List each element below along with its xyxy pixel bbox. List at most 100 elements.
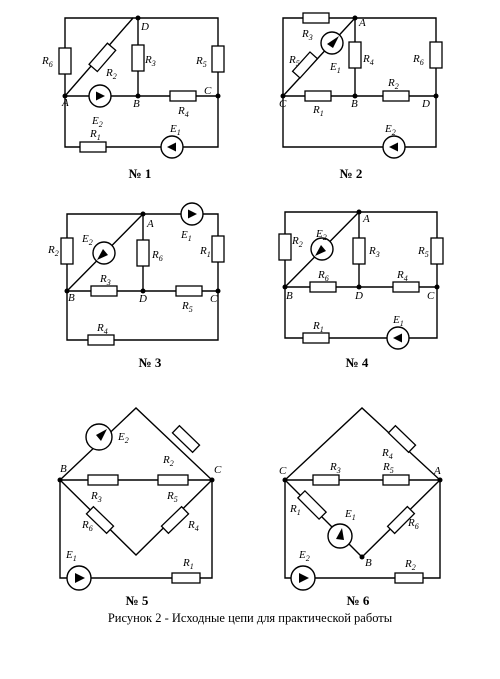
c3-arrow-icon bbox=[188, 209, 197, 219]
c6-resistor-r6 bbox=[386, 505, 416, 535]
label: A bbox=[358, 17, 366, 29]
label: R5 bbox=[166, 490, 178, 504]
label: R2 bbox=[162, 454, 174, 468]
label: R6 bbox=[41, 55, 53, 69]
label: E1 bbox=[65, 549, 77, 563]
c5-resistor-r3 bbox=[87, 474, 119, 486]
label: R1 bbox=[312, 320, 324, 334]
label: R5 bbox=[288, 54, 300, 68]
label: R6 bbox=[151, 249, 163, 263]
label: C bbox=[210, 293, 218, 305]
label: D bbox=[421, 98, 430, 110]
label: E1 bbox=[392, 314, 404, 328]
figure-caption: Рисунок 2 - Исходные цепи для практическ… bbox=[108, 611, 393, 625]
label: E2 bbox=[384, 123, 396, 137]
c5-resistor-r6 bbox=[85, 505, 115, 535]
c5-resistor-r4 bbox=[160, 505, 190, 535]
circuit-number: № 3 bbox=[139, 355, 162, 370]
c5-arrow-icon bbox=[96, 429, 107, 441]
c1-resistor-r5 bbox=[211, 45, 225, 73]
label: R4 bbox=[396, 269, 408, 283]
label: B bbox=[68, 292, 75, 304]
c4-resistor-r1 bbox=[302, 332, 330, 344]
label: R5 bbox=[417, 245, 429, 259]
c6-arrow-icon bbox=[336, 528, 344, 540]
c6-resistor-r1 bbox=[296, 489, 328, 521]
label: R5 bbox=[382, 461, 394, 475]
label: R2 bbox=[291, 235, 303, 249]
c6-resistor-r4 bbox=[387, 424, 417, 454]
label: A bbox=[61, 97, 69, 109]
label: R3 bbox=[90, 490, 102, 504]
label: C bbox=[204, 85, 212, 97]
label: R1 bbox=[289, 503, 301, 517]
c1-resistor-r1 bbox=[79, 141, 107, 153]
label: R2 bbox=[105, 67, 117, 81]
label: E2 bbox=[81, 233, 93, 247]
c6-resistor-r3 bbox=[312, 474, 340, 486]
label: R2 bbox=[47, 244, 59, 258]
label: B bbox=[60, 463, 67, 475]
label: R1 bbox=[199, 245, 211, 259]
label: R3 bbox=[144, 54, 156, 68]
c6-arrow-icon bbox=[299, 573, 309, 583]
c2-resistor-r5 bbox=[291, 51, 319, 79]
c1-resistor-r2 bbox=[88, 42, 117, 73]
c2-resistor-r6 bbox=[429, 41, 443, 69]
label: R1 bbox=[182, 557, 194, 571]
label: R5 bbox=[195, 55, 207, 69]
c3-resistor-r3 bbox=[90, 285, 118, 297]
label: R5 bbox=[181, 300, 193, 314]
c3-resistor-r5 bbox=[175, 285, 203, 297]
c2-resistor-r2 bbox=[382, 90, 410, 102]
c2-resistor-r1 bbox=[304, 90, 332, 102]
label: R3 bbox=[329, 461, 341, 475]
c3-resistor-r2 bbox=[60, 237, 74, 265]
label: R2 bbox=[387, 77, 399, 91]
label: B bbox=[365, 557, 372, 569]
circuit-6: R4 R3 R5 R1 R6 R2 E1 E2 A B C bbox=[279, 407, 443, 591]
c5-resistor-r1 bbox=[171, 572, 201, 584]
c2-arrow-icon bbox=[327, 36, 339, 48]
c1-arrow-icon bbox=[167, 142, 176, 152]
label: B bbox=[286, 290, 293, 302]
c4-resistor-r6 bbox=[309, 281, 337, 293]
c2-resistor-r3 bbox=[302, 12, 330, 24]
label: R4 bbox=[187, 519, 199, 533]
label: A bbox=[433, 465, 441, 477]
circuit-3: R2 R6 R1 R3 R5 R4 E2 E1 A B C D bbox=[47, 202, 225, 346]
label: R1 bbox=[89, 128, 101, 142]
label: E2 bbox=[315, 228, 327, 242]
circuit-number: № 4 bbox=[346, 355, 369, 370]
c4-arrow-icon bbox=[315, 245, 326, 256]
circuit-2: R3 R5 R4 R6 R1 R2 E1 E2 A B C D bbox=[279, 12, 443, 159]
c1-resistor-r4 bbox=[169, 90, 197, 102]
c1-resistor-r6 bbox=[58, 47, 72, 75]
c3-resistor-r6 bbox=[136, 239, 150, 267]
label: E1 bbox=[169, 123, 181, 137]
c5-resistor-r2 bbox=[171, 424, 201, 454]
label: R4 bbox=[362, 53, 374, 67]
label: D bbox=[354, 290, 363, 302]
circuit-number: № 1 bbox=[129, 166, 152, 181]
label: C bbox=[279, 98, 287, 110]
circuit-number: № 2 bbox=[340, 166, 363, 181]
label: A bbox=[362, 213, 370, 225]
c2-arrow-icon bbox=[389, 142, 398, 152]
c4-resistor-r2 bbox=[278, 233, 292, 261]
label: R6 bbox=[317, 269, 329, 283]
label: B bbox=[351, 98, 358, 110]
c1-resistor-r3 bbox=[131, 44, 145, 72]
label: C bbox=[214, 464, 222, 476]
c5-resistor-r5 bbox=[157, 474, 189, 486]
label: B bbox=[133, 98, 140, 110]
label: R6 bbox=[412, 53, 424, 67]
c4-arrow-icon bbox=[393, 333, 402, 343]
c4-resistor-r4 bbox=[392, 281, 420, 293]
label: R4 bbox=[177, 105, 189, 119]
label: E2 bbox=[298, 549, 310, 563]
circuit-4: R2 R3 R5 R6 R4 R1 E2 E1 A B C D bbox=[278, 209, 444, 350]
label: R4 bbox=[381, 447, 393, 461]
label: R6 bbox=[81, 519, 93, 533]
